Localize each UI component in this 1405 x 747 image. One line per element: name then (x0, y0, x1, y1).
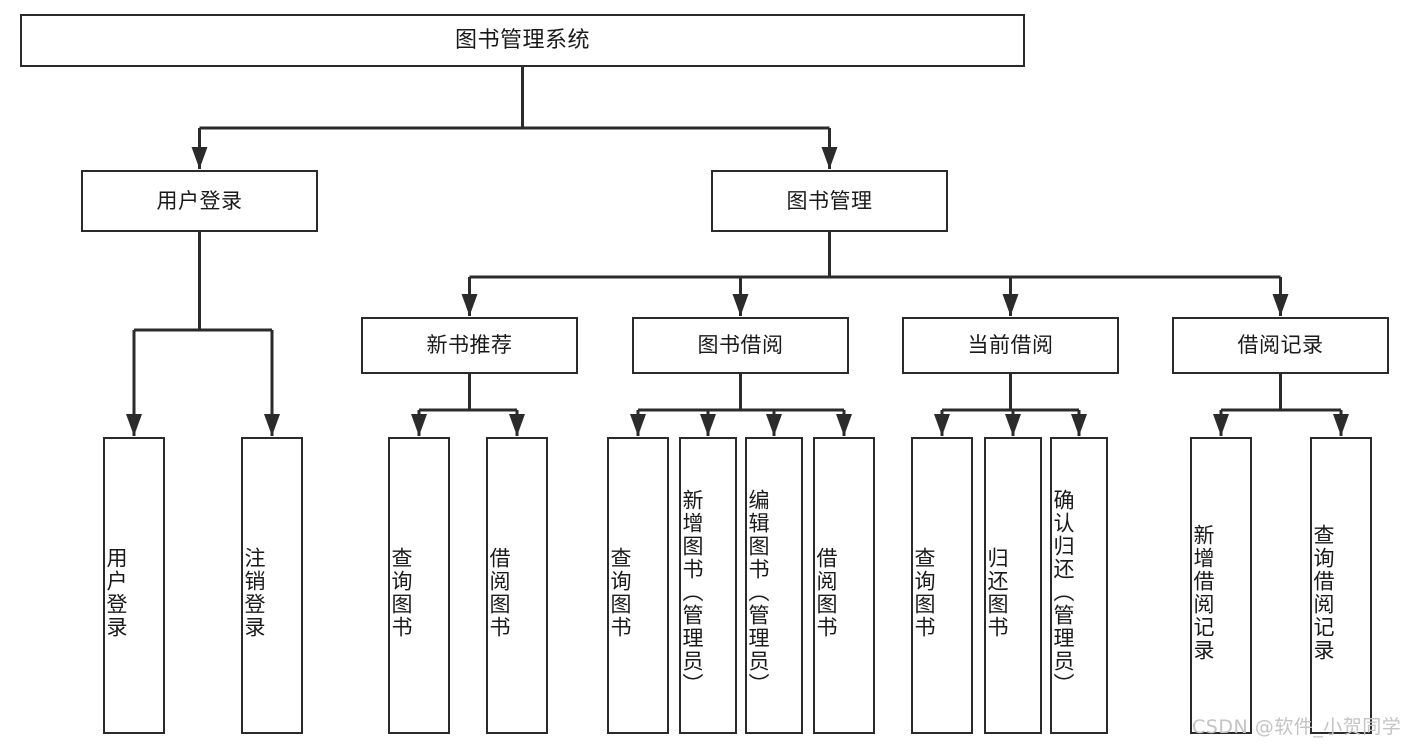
node-label: 归还图书 (985, 546, 1009, 639)
arrow-head-icon (821, 147, 838, 169)
node-label: 查询图书 (608, 546, 632, 639)
node-newrec[interactable]: 新书推荐 (361, 317, 578, 374)
node-leaf-query-record[interactable]: 查询借阅记录 (1310, 437, 1372, 734)
node-leaf-edit-book[interactable]: 编辑图书（管理员） (745, 437, 803, 734)
node-root[interactable]: 图书管理系统 (20, 14, 1025, 67)
node-login[interactable]: 用户登录 (81, 170, 318, 232)
node-current[interactable]: 当前借阅 (902, 317, 1119, 374)
arrow-head-icon (1002, 294, 1019, 316)
arrow-head-icon (264, 414, 280, 436)
node-label: 查询图书 (389, 546, 413, 639)
node-label: 用户登录 (156, 188, 243, 213)
arrow-head-icon (461, 294, 478, 316)
arrow-head-icon (411, 414, 427, 436)
node-label: 新书推荐 (426, 333, 513, 358)
node-leaf-add-book[interactable]: 新增图书（管理员） (679, 437, 737, 734)
node-label: 新增图书（管理员） (680, 489, 704, 696)
arrow-head-icon (126, 414, 142, 436)
node-label: 借阅记录 (1237, 333, 1324, 358)
node-label: 当前借阅 (967, 333, 1054, 358)
node-leaf-add-record[interactable]: 新增借阅记录 (1190, 437, 1252, 734)
node-label: 新增借阅记录 (1191, 523, 1215, 662)
node-leaf-return-book[interactable]: 归还图书 (984, 437, 1042, 734)
arrow-head-icon (1005, 414, 1021, 436)
arrow-head-icon (732, 294, 749, 316)
arrow-head-icon (700, 414, 716, 436)
node-leaf-borrow-book-2[interactable]: 借阅图书 (813, 437, 875, 734)
node-leaf-borrow-book-1[interactable]: 借阅图书 (486, 437, 548, 734)
arrow-head-icon (509, 414, 525, 436)
node-label: 借阅图书 (487, 546, 511, 639)
node-leaf-query-book-1[interactable]: 查询图书 (388, 437, 450, 734)
node-leaf-user-logout[interactable]: 注销登录 (241, 437, 303, 734)
node-label: 用户登录 (104, 546, 128, 639)
node-label: 图书借阅 (697, 333, 784, 358)
arrow-head-icon (630, 414, 646, 436)
node-leaf-query-book-3[interactable]: 查询图书 (911, 437, 973, 734)
arrow-head-icon (1333, 414, 1349, 436)
arrow-head-icon (836, 414, 852, 436)
node-label: 注销登录 (242, 546, 266, 639)
node-label: 图书管理 (786, 188, 873, 213)
node-label: 图书管理系统 (454, 27, 590, 53)
node-borrow[interactable]: 图书借阅 (632, 317, 849, 374)
node-leaf-user-login[interactable]: 用户登录 (103, 437, 165, 734)
arrow-head-icon (1213, 414, 1229, 436)
node-label: 确认归还（管理员） (1051, 489, 1075, 696)
arrow-head-icon (1272, 294, 1289, 316)
arrow-head-icon (191, 147, 208, 169)
node-label: 编辑图书（管理员） (746, 489, 770, 696)
arrow-head-icon (1071, 414, 1087, 436)
node-label: 查询借阅记录 (1311, 523, 1335, 662)
arrow-head-icon (766, 414, 782, 436)
node-label: 借阅图书 (814, 546, 838, 639)
node-label: 查询图书 (912, 546, 936, 639)
node-leaf-query-book-2[interactable]: 查询图书 (607, 437, 669, 734)
arrow-head-icon (934, 414, 950, 436)
node-leaf-confirm-return[interactable]: 确认归还（管理员） (1050, 437, 1108, 734)
node-history[interactable]: 借阅记录 (1172, 317, 1389, 374)
node-bookmgmt[interactable]: 图书管理 (711, 170, 948, 232)
